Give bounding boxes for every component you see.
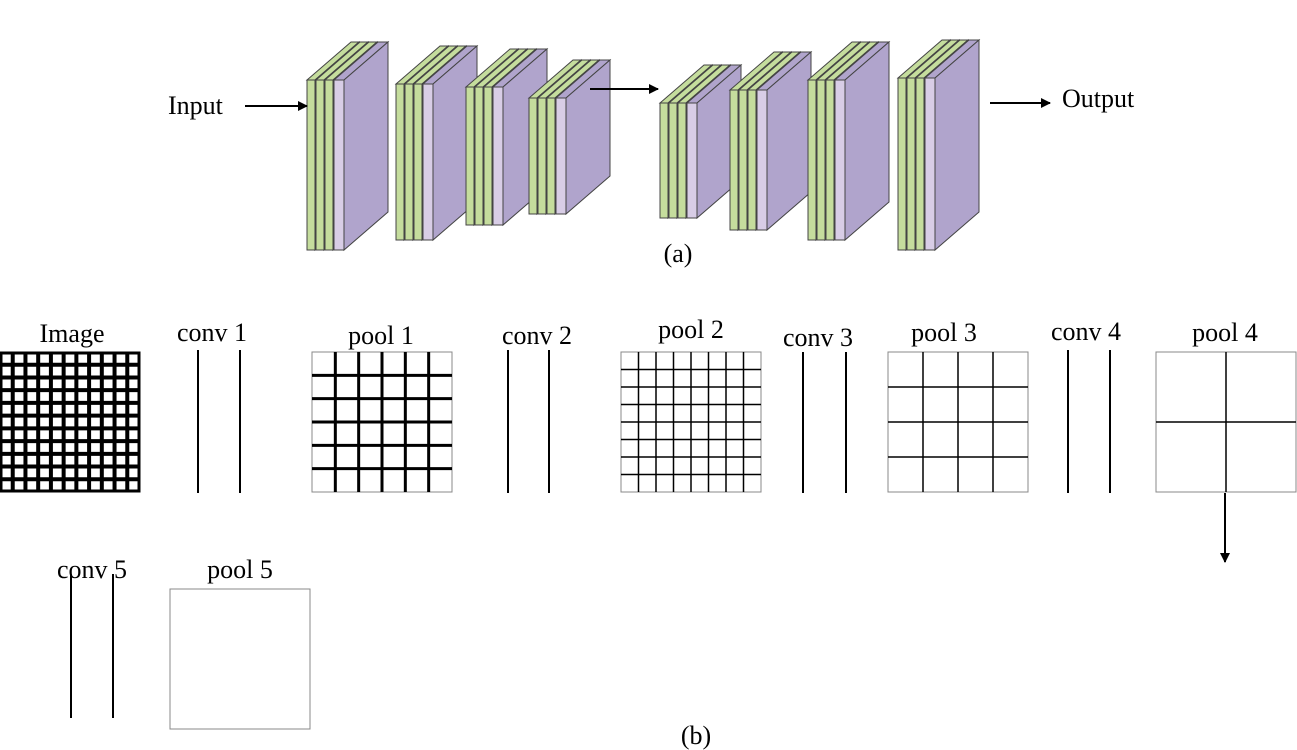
stage-label-pool4: pool 4 [1192, 318, 1258, 347]
stage-label-conv2: conv 2 [502, 321, 572, 350]
stage-label-pool5: pool 5 [207, 555, 273, 584]
pool1-grid [311, 351, 453, 493]
layer-group [394, 44, 479, 242]
image-grid [0, 351, 141, 493]
layer-group [527, 58, 612, 216]
stage-label-pool1: pool 1 [348, 321, 414, 350]
stage-label-pool2: pool 2 [658, 315, 724, 344]
pool3-grid [887, 351, 1029, 493]
stage-label-conv5: conv 5 [57, 555, 127, 584]
stage-label-conv4: conv 4 [1051, 317, 1121, 346]
input-label: Input [168, 91, 224, 120]
layer-group [464, 47, 549, 227]
layer-group [728, 50, 813, 232]
conv3-lines [802, 352, 847, 493]
pool5-grid [169, 588, 311, 730]
layer-group [305, 40, 390, 252]
conv2-lines [507, 350, 550, 493]
pool-slab [923, 38, 981, 252]
network-architecture: Input Output (a) [168, 38, 1135, 268]
layer-group [896, 38, 981, 252]
conv1-lines [197, 350, 241, 493]
pool-slab [554, 58, 612, 216]
pool-slab [332, 40, 390, 252]
conv5-lines [70, 574, 114, 718]
pool-slab [755, 50, 813, 232]
caption-a: (a) [664, 239, 693, 268]
pool4-grid [1155, 351, 1297, 493]
stage-label-image: Image [40, 319, 105, 348]
feature-map-sequence: Image conv 1 pool 1 conv 2 pool 2 conv 3… [0, 315, 1297, 750]
stage-label-conv1: conv 1 [177, 318, 247, 347]
output-label: Output [1062, 84, 1135, 113]
layer-group [806, 40, 891, 242]
stage-label-pool3: pool 3 [911, 318, 977, 347]
stage-label-conv3: conv 3 [783, 323, 853, 352]
caption-b: (b) [681, 721, 711, 750]
pool-slab [833, 40, 891, 242]
pool2-grid [620, 351, 762, 493]
layer-group [658, 63, 743, 220]
conv4-lines [1067, 350, 1111, 493]
layer-blocks [305, 38, 981, 252]
